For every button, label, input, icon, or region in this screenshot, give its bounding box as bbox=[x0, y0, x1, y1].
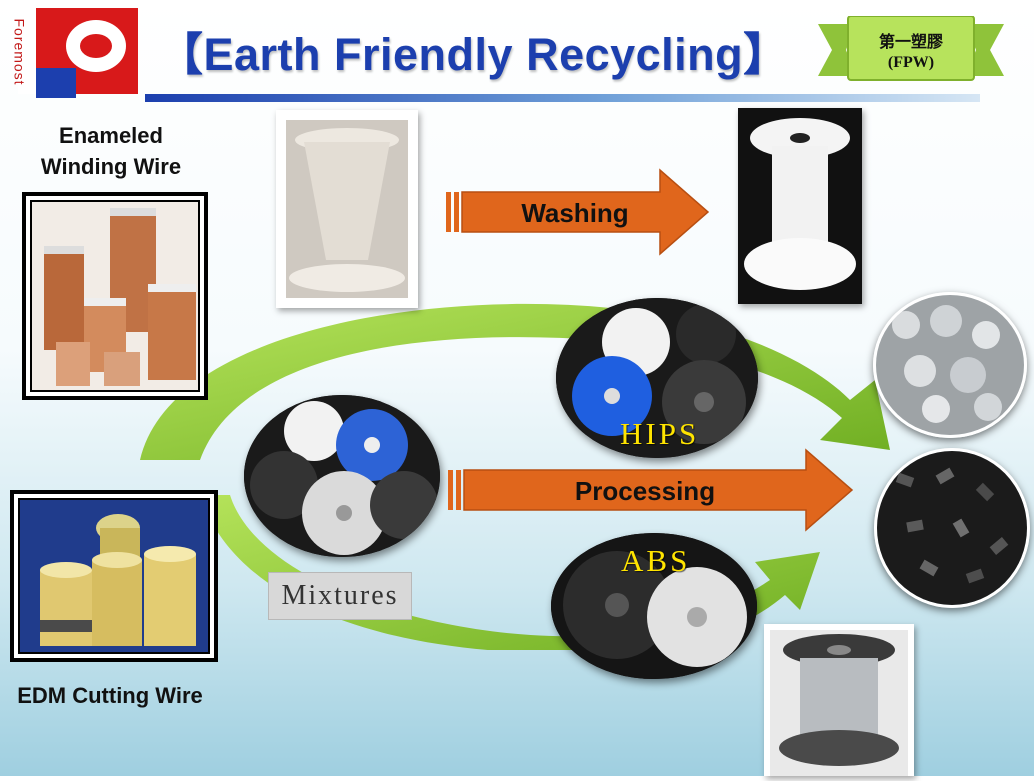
page-title: 【Earth Friendly Recycling】 bbox=[158, 29, 789, 80]
mixtures-label: Mixtures bbox=[268, 572, 412, 620]
enameled-wire-label: Enameled Winding Wire bbox=[40, 123, 182, 179]
foremost-logo bbox=[18, 8, 143, 98]
badge-text: 第一塑膠 (FPW) bbox=[855, 33, 967, 73]
washing-label: Washing bbox=[521, 198, 629, 228]
badge-line-1: 第一塑膠 bbox=[878, 34, 943, 51]
clean-bobbin-photo bbox=[738, 108, 862, 304]
title-underline bbox=[145, 94, 980, 102]
ribbon-badge bbox=[818, 16, 1004, 81]
processing-arrow bbox=[448, 448, 854, 532]
abs-label: ABS bbox=[621, 543, 691, 578]
clear-pellets-photo bbox=[873, 292, 1027, 438]
hips-photo bbox=[556, 298, 758, 458]
processing-label: Processing bbox=[574, 476, 716, 506]
edm-wire-photo bbox=[10, 490, 218, 662]
logo-wordmark: Foremost bbox=[11, 18, 28, 86]
edm-wire-label: EDM Cutting Wire bbox=[17, 683, 203, 708]
washing-arrow bbox=[446, 168, 710, 256]
abs-photo bbox=[551, 533, 757, 679]
recycled-spool-photo bbox=[764, 624, 914, 776]
mixtures-photo bbox=[244, 395, 440, 557]
dirty-bobbin-photo bbox=[276, 110, 418, 308]
enameled-wire-photo bbox=[22, 192, 208, 400]
black-pellets-photo bbox=[874, 448, 1030, 608]
hips-label: HIPS bbox=[620, 416, 700, 451]
badge-line-2: (FPW) bbox=[887, 54, 935, 71]
